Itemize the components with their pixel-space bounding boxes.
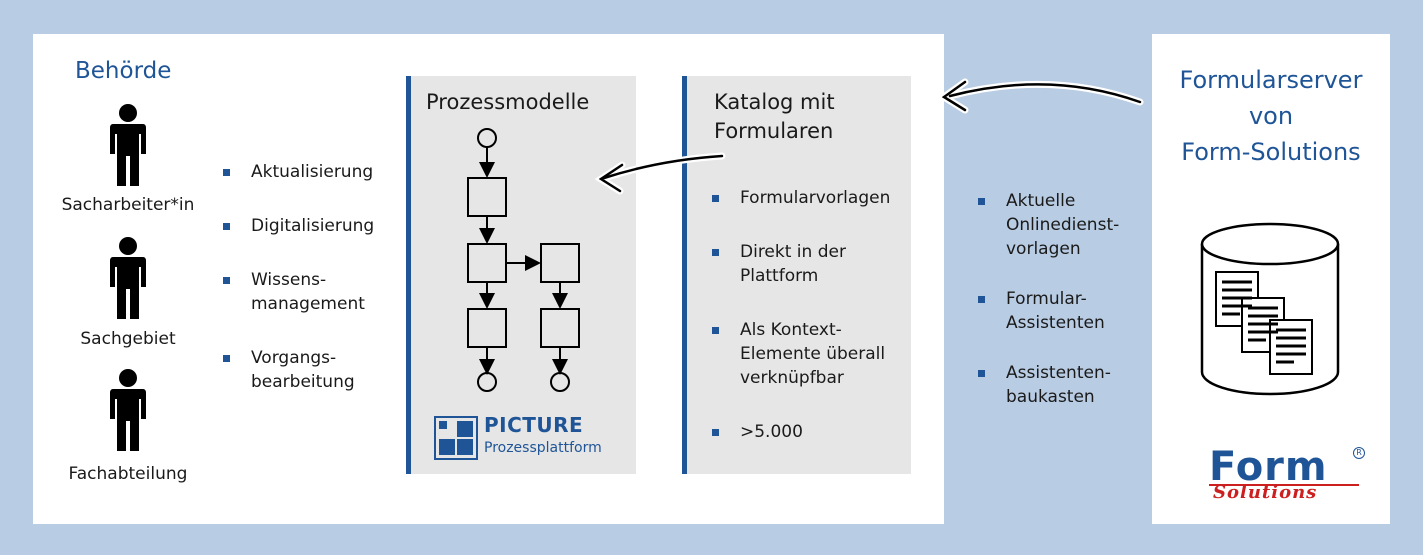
database-icon: [1200, 222, 1340, 396]
end-node: [477, 372, 497, 392]
benefit-label: Aktualisierung: [251, 162, 374, 182]
catalog-items-list: Formularvorlagen Direkt in der Plattform…: [712, 186, 907, 444]
bullet-icon: [712, 429, 719, 436]
list-item: Direkt in der Plattform: [712, 240, 907, 288]
bullet-icon: [712, 195, 719, 202]
picture-logo-title: PICTURE: [484, 413, 584, 437]
role-label-clerk: Sacharbeiter*in: [61, 195, 195, 215]
form-logo-text: Form: [1209, 444, 1328, 490]
bullet-icon: [712, 249, 719, 256]
catalog-panel: [682, 76, 911, 474]
benefit-label: Digitalisierung: [251, 216, 375, 236]
catalog-accent-bar: [682, 76, 687, 474]
picture-logo-subtitle: Prozessplattform: [484, 440, 602, 456]
server-feature-label: Formular- Assistenten: [1006, 289, 1105, 333]
person-icon: [110, 369, 146, 451]
picture-logo-icon: [434, 416, 478, 460]
process-models-accent-bar: [406, 76, 411, 474]
list-item: >5.000: [712, 420, 907, 444]
server-feature-label: Assistenten- baukasten: [1006, 363, 1111, 407]
bullet-icon: [712, 327, 719, 334]
list-item: Vorgangs- bearbeitung: [223, 346, 403, 394]
role-label-section: Sachgebiet: [80, 329, 176, 349]
bullet-icon: [223, 277, 230, 284]
process-step-node: [467, 243, 507, 283]
bullet-icon: [978, 370, 985, 377]
benefit-label: Wissens- management: [251, 270, 365, 314]
benefit-label: Vorgangs- bearbeitung: [251, 348, 355, 392]
process-step-node: [540, 308, 580, 348]
authority-benefits-list: Aktualisierung Digitalisierung Wissens- …: [223, 160, 403, 394]
bullet-icon: [223, 169, 230, 176]
list-item: Wissens- management: [223, 268, 403, 316]
server-feature-label: Aktuelle Onlinedienst- vorlagen: [1006, 191, 1120, 259]
server-features-list: Aktuelle Onlinedienst- vorlagen Formular…: [978, 189, 1148, 409]
catalog-item-label: Formularvorlagen: [740, 188, 891, 208]
catalog-item-label: >5.000: [740, 422, 803, 442]
form-solutions-logo: Form R Solutions: [1205, 444, 1370, 510]
list-item: Als Kontext- Elemente überall verknüpfba…: [712, 318, 907, 390]
role-label-department: Fachabteilung: [68, 464, 188, 484]
process-step-node: [467, 308, 507, 348]
list-item: Aktuelle Onlinedienst- vorlagen: [978, 189, 1148, 261]
authority-title: Behörde: [75, 58, 172, 84]
form-logo-solutions: Solutions: [1213, 482, 1318, 503]
start-node: [477, 128, 497, 148]
person-icon: [110, 237, 146, 319]
bullet-icon: [978, 198, 985, 205]
list-item: Aktualisierung: [223, 160, 403, 184]
process-models-title: Prozessmodelle: [426, 90, 590, 114]
process-step-node: [540, 243, 580, 283]
person-icon: [110, 104, 146, 186]
catalog-title: Katalog mit Formularen: [714, 90, 835, 143]
bullet-icon: [978, 296, 985, 303]
arrow-server-to-catalog: [948, 83, 1142, 104]
list-item: Digitalisierung: [223, 214, 403, 238]
end-node: [550, 372, 570, 392]
server-title: Formularserver von Form-Solutions: [1179, 66, 1363, 166]
bullet-icon: [223, 223, 230, 230]
form-logo-underline: [1209, 484, 1359, 486]
catalog-item-label: Direkt in der Plattform: [740, 242, 846, 286]
process-flowchart: [467, 128, 580, 392]
catalog-item-label: Als Kontext- Elemente überall verknüpfba…: [740, 320, 886, 388]
bullet-icon: [223, 355, 230, 362]
list-item: Assistenten- baukasten: [978, 361, 1148, 409]
process-step-node: [467, 177, 507, 217]
form-logo-registered: R: [1353, 447, 1365, 459]
process-models-panel: [406, 76, 636, 474]
list-item: Formularvorlagen: [712, 186, 907, 210]
list-item: Formular- Assistenten: [978, 287, 1148, 335]
